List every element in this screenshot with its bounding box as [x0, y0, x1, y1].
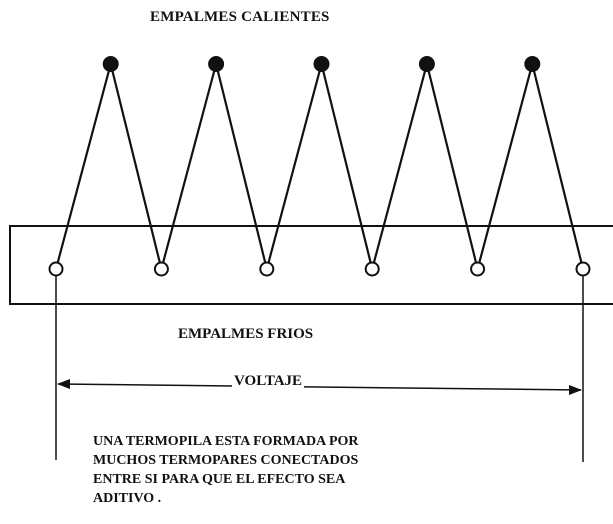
cold-junction-circle	[575, 261, 591, 277]
cold-junction-circle	[259, 261, 275, 277]
caption-line: ADITIVO .	[93, 491, 162, 506]
caption-line: MUCHOS TERMOPARES CONECTADOS	[93, 453, 359, 468]
caption-line: UNA TERMOPILA ESTA FORMADA POR	[93, 434, 359, 449]
hot-junction-dot	[208, 56, 225, 72]
voltage-arrow-line	[57, 383, 582, 391]
voltage-label: VOLTAJE	[232, 373, 305, 390]
caption: UNA TERMOPILA ESTA FORMADA POR MUCHOS TE…	[93, 432, 359, 508]
cold-junction-block	[9, 225, 613, 305]
cold-junction-circle	[364, 261, 380, 277]
hot-junctions-label: EMPALMES CALIENTES	[150, 9, 330, 25]
thermocouple-wires	[54, 62, 585, 271]
hot-junction-dot	[524, 56, 541, 72]
hot-junctions	[102, 56, 541, 72]
hot-junction-dot	[102, 56, 119, 72]
caption-line: ENTRE SI PARA QUE EL EFECTO SEA	[93, 472, 346, 487]
cold-junction-circle	[470, 261, 486, 277]
voltage-arrow-left-head	[57, 379, 70, 389]
zigzag-wire	[54, 62, 585, 271]
hot-junction-dot	[418, 56, 435, 72]
cold-junctions	[48, 261, 591, 277]
cold-junction-circle	[153, 261, 169, 277]
voltage-arrow-right-head	[569, 385, 582, 395]
hot-junction-dot	[313, 56, 330, 72]
cold-junction-circle	[48, 261, 64, 277]
cold-junctions-label: EMPALMES FRIOS	[178, 326, 314, 342]
